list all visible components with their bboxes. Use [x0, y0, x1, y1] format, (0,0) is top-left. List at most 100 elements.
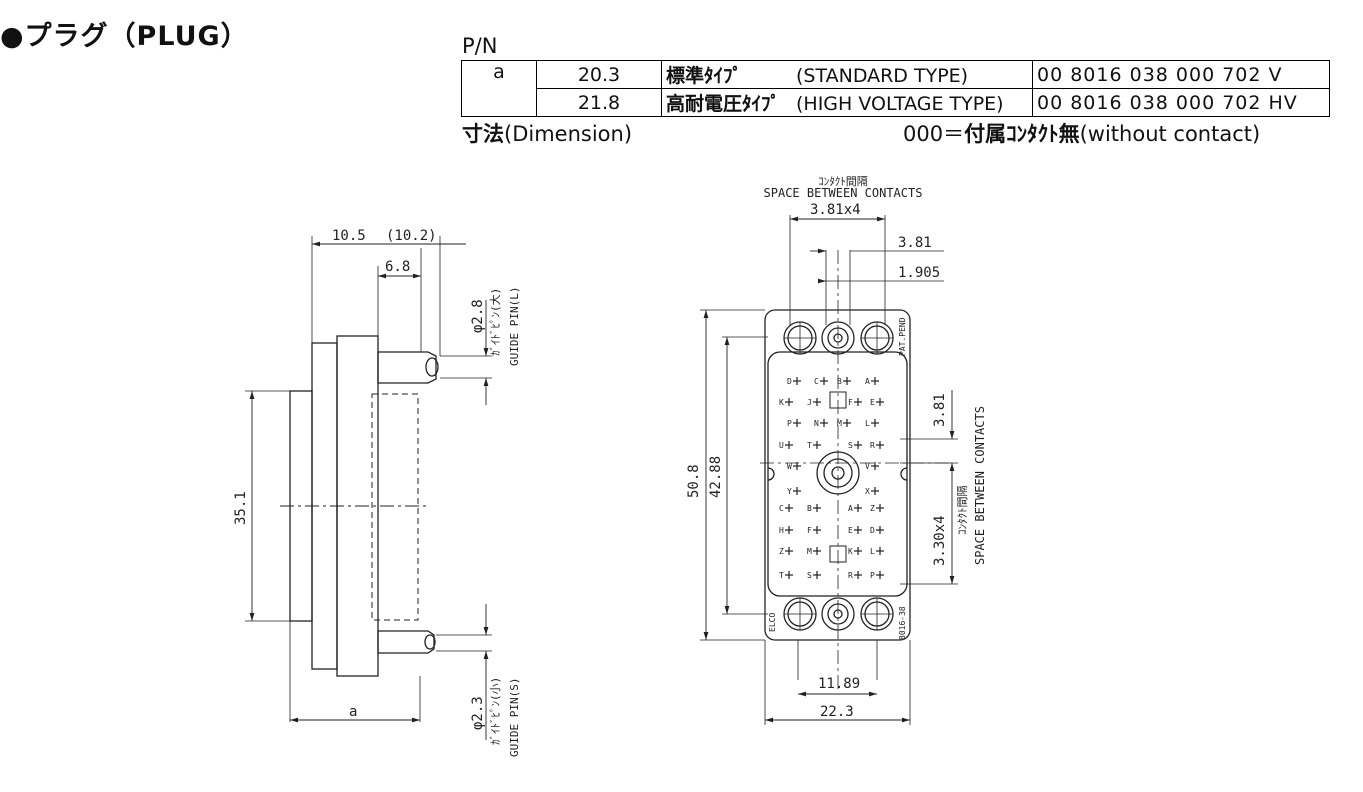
contact-label: Z [779, 547, 784, 556]
dim-3-30x4: 3.30x4 [932, 515, 948, 566]
contact-label: E [870, 398, 875, 407]
contact-position: C [814, 377, 828, 386]
guide-pin-large [377, 351, 437, 384]
page-title: ●プラグ（PLUG） [0, 21, 249, 52]
contact-label: S [848, 441, 853, 450]
contact-position: J [807, 398, 821, 407]
elco-mark: ELCO [768, 613, 777, 632]
mount-hole-bottom-right [860, 597, 894, 631]
a-header-cell: a [461, 60, 537, 117]
contact-position: H [779, 526, 793, 535]
contact-position: S [848, 441, 862, 450]
pn-label: P/N [462, 34, 498, 58]
dim-35-1: 35.1 [233, 491, 249, 525]
contact-note: 000＝付属ｺﾝﾀｸﾄ無(without contact) [903, 118, 1260, 148]
contact-label: D [870, 526, 875, 535]
side-hidden-outline [371, 393, 419, 621]
contact-label: B [807, 504, 812, 513]
model-mark: 8016-38 [898, 606, 907, 640]
contact-label: A [848, 504, 853, 513]
contact-label: F [807, 526, 812, 535]
type-cell: 高耐電圧ﾀｲﾌﾟ(HIGH VOLTAGE TYPE) [661, 88, 1033, 117]
left-notch [767, 467, 775, 481]
dimension-jp: 寸法 [462, 122, 504, 146]
front-insert [767, 351, 908, 597]
contact-label: K [779, 398, 784, 407]
space-label-jp-right: ｺﾝﾀｸﾄ間隔 [956, 486, 969, 536]
contact-label: T [779, 571, 784, 580]
side-view-labels: 10.5 (10.2) 6.8 35.1 a φ2.8 ｶﾞｲﾄﾞﾋﾟﾝ(大) … [233, 228, 521, 757]
contact-position: Z [779, 547, 793, 556]
contact-label: B [837, 377, 842, 386]
contact-position: X [865, 487, 879, 496]
contact-position: F [848, 398, 862, 407]
space-label-en: SPACE BETWEEN CONTACTS [764, 186, 923, 200]
contact-position: L [870, 547, 884, 556]
side-view [245, 236, 492, 740]
guide-pin-s-jp: ｶﾞｲﾄﾞﾋﾟﾝ(小) [489, 677, 502, 745]
contact-position: N [814, 419, 828, 428]
contact-label: P [787, 419, 792, 428]
contact-position: R [848, 571, 862, 580]
contact-position: A [865, 377, 879, 386]
contact-position: A [848, 504, 862, 513]
dim-1-905: 1.905 [898, 265, 940, 281]
contact-label: T [807, 441, 812, 450]
dim-3-81-right: 3.81 [932, 393, 948, 427]
dim-phi-2-3: φ2.3 [470, 696, 486, 730]
guide-pin-large-tip [425, 357, 439, 377]
guide-pin-small [377, 630, 435, 654]
dimension-label: 寸法(Dimension) [462, 118, 632, 148]
contact-label: M [807, 547, 812, 556]
contact-label: J [807, 398, 812, 407]
guide-pin-s-en: GUIDE PIN(S) [508, 678, 521, 757]
contact-position: P [787, 419, 801, 428]
contact-position: B [807, 504, 821, 513]
dim-10-5: 10.5 [332, 228, 366, 244]
type-en: (HIGH VOLTAGE TYPE) [796, 93, 1004, 115]
front-view [700, 215, 958, 725]
contact-label: C [779, 504, 784, 513]
contact-position: F [807, 526, 821, 535]
mount-hole-top-right [860, 321, 894, 355]
table-row: 21.8 高耐電圧ﾀｲﾌﾟ(HIGH VOLTAGE TYPE) 00 8016… [462, 88, 1330, 117]
contact-label: N [814, 419, 819, 428]
dim-a: a [349, 704, 357, 720]
part-number-table: a 20.3 標準ﾀｲﾌﾟ(STANDARD TYPE) 00 8016 038… [461, 60, 1330, 117]
contact-position: Y [787, 487, 801, 496]
contact-position: T [779, 571, 793, 580]
contact-label: U [779, 441, 784, 450]
pn-cell: 00 8016 038 000 702 V [1032, 60, 1330, 89]
front-view-labels: ｺﾝﾀｸﾄ間隔 SPACE BETWEEN CONTACTS 3.81x4 3.… [686, 175, 987, 720]
contact-position: C [779, 504, 793, 513]
dimension-en: (Dimension) [504, 122, 633, 146]
contact-label: S [807, 571, 812, 580]
contact-label: F [848, 398, 853, 407]
dim-22-3: 22.3 [820, 704, 854, 720]
contact-label: Y [787, 487, 792, 496]
dim-11-89: 11.89 [818, 676, 860, 692]
contact-label: X [865, 487, 870, 496]
contact-label: L [870, 547, 875, 556]
contact-position: M [807, 547, 821, 556]
contact-label: M [837, 419, 842, 428]
contact-position: D [787, 377, 801, 386]
type-en: (STANDARD TYPE) [796, 65, 969, 87]
contact-position: L [865, 419, 879, 428]
type-jp: 標準ﾀｲﾌﾟ [666, 65, 743, 87]
mount-hole-top-left [783, 321, 817, 355]
space-label-en-right: SPACE BETWEEN CONTACTS [973, 406, 987, 565]
contact-label: L [865, 419, 870, 428]
contact-position: Z [870, 504, 884, 513]
guide-pin-l-en: GUIDE PIN(L) [508, 287, 521, 366]
contact-position: S [807, 571, 821, 580]
contact-label: P [870, 571, 875, 580]
contact-label: V [865, 462, 870, 471]
guide-pin-small-tip [424, 634, 436, 650]
contact-label: W [787, 462, 792, 471]
contact-label: A [865, 377, 870, 386]
dim-3-81: 3.81 [898, 235, 932, 251]
dim-42-88: 42.88 [708, 456, 724, 498]
